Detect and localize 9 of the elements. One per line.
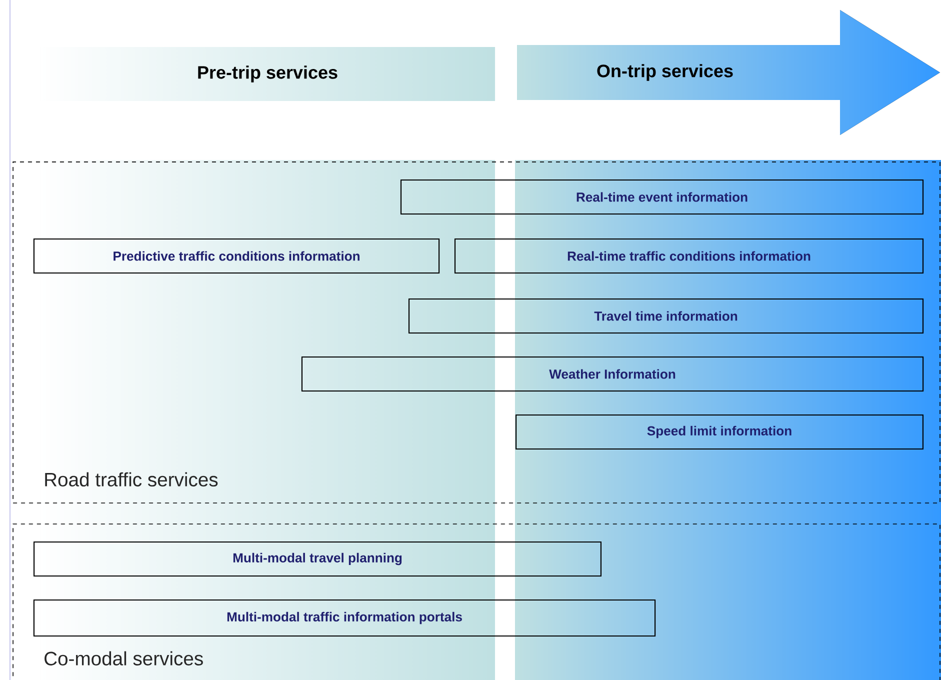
service-box: Real-time event information	[400, 179, 924, 215]
service-box: Multi-modal traffic information portals	[33, 599, 656, 637]
service-box: Speed limit information	[516, 414, 924, 450]
service-box: Multi-modal travel planning	[34, 541, 602, 577]
service-box: Weather Information	[301, 356, 924, 392]
service-box: Real-time traffic conditions information	[454, 238, 924, 274]
phase-band: Pre-trip services	[40, 47, 495, 101]
service-box: Travel time information	[408, 298, 924, 334]
service-box: Predictive traffic conditions information	[33, 238, 440, 274]
